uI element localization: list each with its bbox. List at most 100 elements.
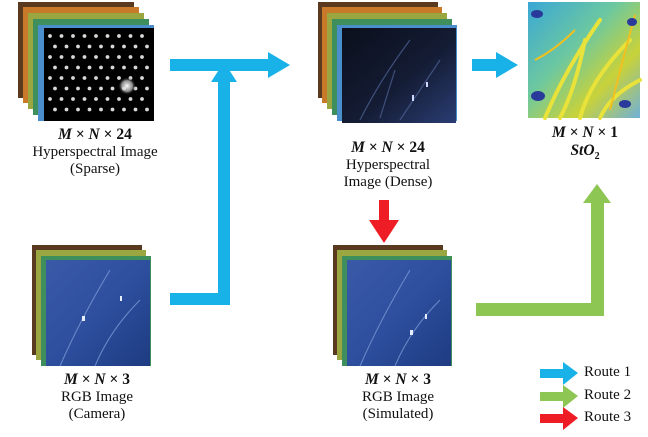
sparse-sample-dot <box>64 44 69 49</box>
route1-vertical-line <box>218 80 230 305</box>
sparse-sample-dot <box>105 76 110 80</box>
sparse-sample-dot <box>82 97 87 101</box>
sparse-sample-dot <box>71 76 75 80</box>
sparse-sample-dot <box>133 44 138 49</box>
sparse-sample-dot <box>48 34 52 38</box>
sparse-sample-dot <box>64 65 69 70</box>
hsi-dense-dims: M × N × 24 <box>351 139 425 156</box>
hsi-dense-image <box>342 28 456 123</box>
sparse-sample-dot <box>53 107 57 112</box>
sparse-sample-dot <box>94 97 98 101</box>
sparse-sample-dot <box>110 65 115 70</box>
rgb-simulated-title: RGB Image <box>361 388 435 405</box>
sparse-sample-dot <box>122 107 126 112</box>
rgb-camera-image <box>46 260 150 366</box>
sparse-sample-dot <box>99 86 103 91</box>
sparse-sample-dot <box>117 34 121 38</box>
sparse-sample-dot <box>76 44 80 49</box>
sparse-sample-dot <box>105 34 110 38</box>
route1-arrows <box>170 52 518 305</box>
sto2-name: StO2 <box>570 141 600 162</box>
sparse-sample-dot <box>99 44 103 49</box>
hsi-sparse-title: Hyperspectral Image <box>32 143 158 160</box>
hsi-sparse-label: M × N × 24 Hyperspectral Image (Sparse) <box>10 126 180 178</box>
sparse-sample-dot <box>87 107 92 112</box>
rgb-simulated-dims: M × N × 3 <box>365 371 431 388</box>
sparse-sample-dot <box>87 86 92 91</box>
rgb-simulated-stack <box>333 245 452 367</box>
sparse-sample-dot <box>71 55 75 59</box>
sparse-sample-dot <box>140 76 144 80</box>
sparse-sample-dot <box>82 34 87 38</box>
sparse-sample-dot <box>94 55 98 59</box>
sparse-sample-dot <box>145 107 149 112</box>
sparse-sample-dot <box>122 65 126 70</box>
route2-arrow <box>476 184 611 316</box>
sparse-sample-dot <box>71 97 75 101</box>
route1-horizontal-line <box>170 59 268 71</box>
sparse-sample-dot <box>48 55 52 59</box>
sparse-sample-dot <box>105 97 110 101</box>
hsi-dense-stack <box>318 2 457 123</box>
sparse-sample-dot <box>145 44 149 49</box>
sparse-sample-dot <box>145 65 149 70</box>
sparse-sample-dot <box>94 34 98 38</box>
sparse-sample-dot <box>122 44 126 49</box>
rgb-camera-stack <box>32 245 151 367</box>
hsi-sparse-subtitle: (Sparse) <box>70 161 120 178</box>
legend-route2-icon <box>540 385 578 408</box>
sparse-sample-dot <box>76 86 80 91</box>
rgb-simulated-image <box>347 260 451 366</box>
sparse-sample-dot <box>117 76 121 80</box>
sparse-sample-dot <box>117 55 121 59</box>
sparse-sample-dot <box>76 65 80 70</box>
legend-route1-icon <box>540 362 578 385</box>
sparse-sample-dot <box>140 97 144 101</box>
sparse-sample-dot <box>59 34 64 38</box>
sparse-sample-dot <box>48 97 52 101</box>
sparse-sample-dot <box>59 76 64 80</box>
sparse-sample-dot <box>128 55 133 59</box>
rgb-camera-dims: M × N × 3 <box>64 371 130 388</box>
sparse-sample-dot <box>53 86 57 91</box>
legend-arrows <box>540 362 578 430</box>
sparse-sample-dot <box>99 65 103 70</box>
sparse-sample-dot <box>110 86 115 91</box>
route1-camera-line <box>170 293 230 305</box>
sparse-sample-dot <box>76 107 80 112</box>
sparse-sample-dot <box>87 44 92 49</box>
sparse-sample-dot <box>87 65 92 70</box>
sparse-sample-dot <box>140 55 144 59</box>
sparse-sample-dot <box>99 107 103 112</box>
sparse-sample-dot <box>53 65 57 70</box>
sparse-sample-dot <box>128 97 133 101</box>
sto2-label: M × N × 1 StO2 <box>500 124 648 162</box>
route1-arrowhead-up <box>211 62 237 82</box>
sparse-sample-dot <box>140 34 144 38</box>
sparse-sample-dot <box>128 34 133 38</box>
sparse-sample-dot <box>133 65 138 70</box>
sto2-map <box>528 2 642 120</box>
hsi-dense-title: Hyperspectral <box>345 156 431 173</box>
hsi-dense-label: M × N × 24 Hyperspectral Image (Dense) <box>303 139 473 191</box>
sparse-sample-dot <box>94 76 98 80</box>
legend-route3-label: Route 3 <box>584 409 632 425</box>
route3-arrow <box>369 200 399 243</box>
legend-route3-icon <box>540 407 578 430</box>
sparse-sample-dot <box>59 97 64 101</box>
sparse-sample-dot <box>133 107 138 112</box>
legend-route2-label: Route 2 <box>584 387 632 403</box>
sparse-sample-dot <box>48 76 52 80</box>
sparse-sample-dot <box>110 44 115 49</box>
sparse-sample-dot <box>82 76 87 80</box>
sparse-sample-dot <box>105 55 110 59</box>
hsi-sparse-image <box>44 28 154 121</box>
sparse-sample-dot <box>59 55 64 59</box>
rgb-camera-title: RGB Image <box>60 388 134 405</box>
rgb-camera-subtitle: (Camera) <box>68 406 126 423</box>
route1-arrowhead-right <box>268 52 290 78</box>
route1-dense-to-sto2-line <box>472 59 498 71</box>
legend-route1-label: Route 1 <box>584 364 632 380</box>
hsi-sparse-dims: M × N × 24 <box>58 126 132 143</box>
